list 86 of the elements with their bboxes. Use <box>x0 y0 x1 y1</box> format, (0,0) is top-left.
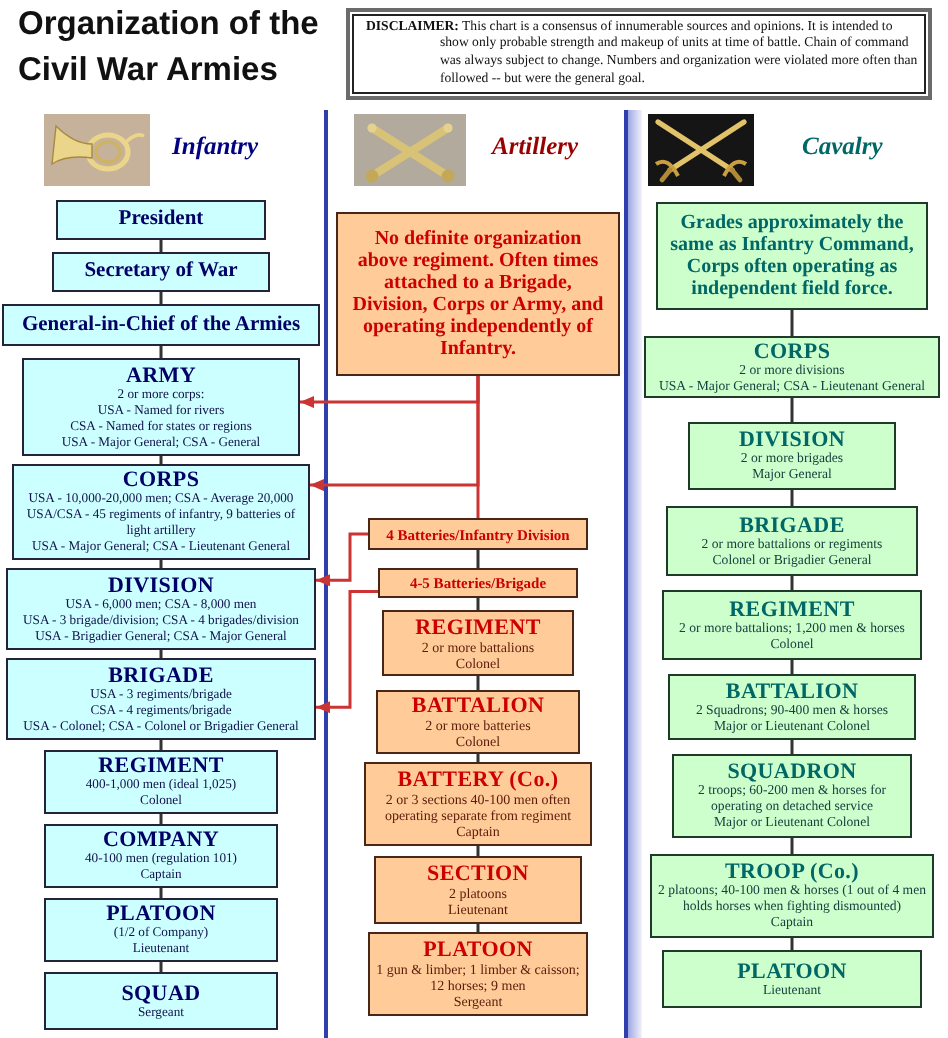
unit-box <box>6 658 316 740</box>
connector-line <box>790 938 794 950</box>
unit-title: PLATOON <box>106 902 216 926</box>
unit-box <box>44 898 278 962</box>
unit-box <box>666 506 918 576</box>
connector-line <box>790 310 794 336</box>
connector-line <box>476 754 480 762</box>
unit-box <box>374 856 582 924</box>
unit-title: BRIGADE <box>108 663 214 687</box>
unit-box <box>688 422 896 490</box>
connector-line <box>790 490 794 506</box>
office-title: General-in-Chief of the Armies <box>21 313 301 337</box>
unit-title: DIVISION <box>739 428 845 452</box>
disclaimer-box <box>346 8 932 100</box>
unit-box <box>6 568 316 650</box>
connector-line <box>476 846 480 856</box>
battery-allotment-box <box>378 568 578 598</box>
connector-line <box>159 814 163 824</box>
unit-box <box>644 336 940 398</box>
unit-title: REGIMENT <box>415 615 541 639</box>
unit-title: PLATOON <box>423 938 533 962</box>
command-box <box>52 252 270 292</box>
unit-box <box>12 464 310 560</box>
unit-box <box>672 754 912 838</box>
note-text: No definite organization above regiment. Often times attached to a Brigade, Division, Corps or Army, and operating independently of Infantry. <box>350 228 606 360</box>
column-heading: Infantry <box>172 132 259 162</box>
connector-line <box>159 292 163 304</box>
unit-title: REGIMENT <box>729 597 855 621</box>
unit-box <box>22 358 300 456</box>
unit-box <box>44 824 278 888</box>
note-box <box>336 212 620 376</box>
connector-line <box>476 376 480 518</box>
connector-line <box>476 550 480 568</box>
arrow <box>316 532 368 587</box>
unit-title: SECTION <box>427 862 529 886</box>
column-heading: Artillery <box>492 132 579 162</box>
unit-title: BATTALION <box>725 679 859 703</box>
unit-box <box>650 854 934 938</box>
unit-box <box>44 750 278 814</box>
unit-title: SQUAD <box>121 981 201 1005</box>
unit-title: TROOP (Co.) <box>725 860 859 884</box>
connector-line <box>159 740 163 750</box>
connector-line <box>790 838 794 854</box>
connector-line <box>790 576 794 590</box>
unit-title: PLATOON <box>737 959 847 983</box>
battery-allotment-box <box>368 518 588 550</box>
connector-line <box>159 888 163 898</box>
connector-line <box>790 740 794 754</box>
note-text: Grades approximately the same as Infantry Command, Corps often operating as independent field force. <box>670 212 914 300</box>
unit-box <box>662 950 922 1008</box>
column-heading: Cavalry <box>802 132 883 162</box>
arrow <box>316 589 378 714</box>
unit-title: COMPANY <box>102 828 220 852</box>
office-title: President <box>118 208 204 232</box>
unit-title: DIVISION <box>108 573 214 597</box>
connector-line <box>790 398 794 422</box>
unit-box <box>44 972 278 1030</box>
unit-title: SQUADRON <box>727 760 857 784</box>
unit-box <box>668 674 916 740</box>
unit-box <box>662 590 922 660</box>
connector-line <box>159 346 163 358</box>
unit-title: CORPS <box>753 339 831 363</box>
unit-box <box>368 932 588 1016</box>
connector-line <box>476 598 480 610</box>
unit-title: REGIMENT <box>98 754 224 778</box>
connector-line <box>159 560 163 568</box>
unit-title: BATTERY (Co.) <box>397 768 559 792</box>
connector-line <box>159 962 163 972</box>
connector-line <box>790 660 794 674</box>
unit-title: ARMY <box>125 363 196 387</box>
connector-line <box>159 650 163 658</box>
connector-line <box>159 456 163 464</box>
connector-line <box>476 676 480 690</box>
unit-box <box>364 762 592 846</box>
unit-title: CORPS <box>122 468 200 492</box>
note-box <box>656 202 928 310</box>
unit-title: BATTALION <box>411 694 545 718</box>
connector-line <box>159 240 163 252</box>
office-title: Secretary of War <box>84 260 238 284</box>
page-title: Organization of the Civil War Armies <box>18 4 321 92</box>
command-box <box>56 200 266 240</box>
command-box <box>2 304 320 346</box>
unit-box <box>382 610 574 676</box>
unit-box <box>376 690 580 754</box>
unit-title: BRIGADE <box>739 513 845 537</box>
connector-line <box>476 924 480 932</box>
